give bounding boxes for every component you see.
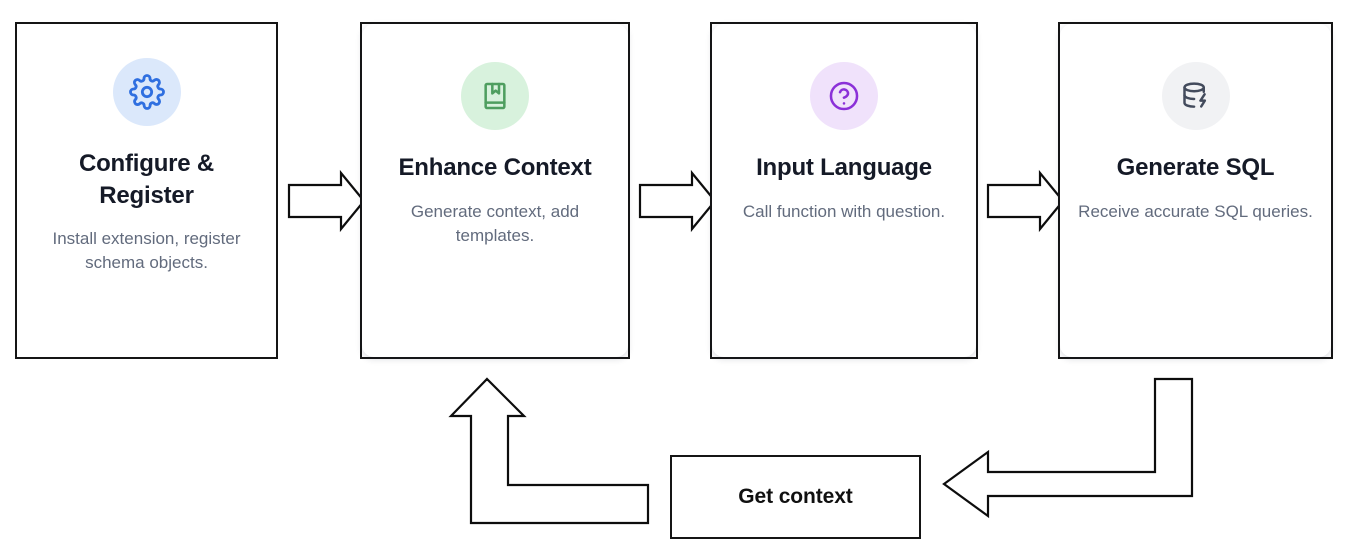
book-bookmark-icon-circle [461,62,529,130]
step-card-enhance-context[interactable]: Enhance Context Generate context, add te… [360,22,630,359]
get-context-label: Get context [738,485,853,508]
step-card-body: Input Language Call function with questi… [712,24,976,357]
question-circle-icon [829,81,859,111]
step-card-configure-register[interactable]: Configure & Register Install extension, … [15,22,278,359]
step-description: Install extension, register schema objec… [52,229,241,273]
arrow-elbow-down-left-icon [942,377,1194,519]
step-card-body: Generate SQL Receive accurate SQL querie… [1060,24,1331,357]
gear-icon-circle [112,58,181,126]
step-title: Generate SQL [1116,154,1275,181]
database-bolt-icon-circle [1161,62,1230,130]
get-context-box[interactable]: Get context [670,455,921,539]
arrow-right-icon-1 [287,169,366,233]
question-circle-icon-circle [810,62,878,130]
step-card-input-language[interactable]: Input Language Call function with questi… [710,22,978,359]
step-card-body: Enhance Context Generate context, add te… [362,24,628,357]
arrow-elbow-left-up-icon [448,377,650,525]
step-title: Input Language [756,154,932,181]
arrow-right-icon-2 [638,169,717,233]
step-title: Enhance Context [398,154,592,181]
book-bookmark-icon [484,82,506,110]
step-description: Call function with question. [742,201,946,221]
database-bolt-icon [1183,81,1207,108]
arrow-right-icon-3 [986,169,1065,233]
step-card-generate-sql[interactable]: Generate SQL Receive accurate SQL querie… [1058,22,1333,359]
gear-icon [128,74,165,110]
step-title: Configure & Register [78,150,215,209]
step-description: Generate context, add templates. [410,201,580,245]
step-description: Receive accurate SQL queries. [1078,201,1313,221]
step-card-body: Configure & Register Install extension, … [17,24,276,357]
